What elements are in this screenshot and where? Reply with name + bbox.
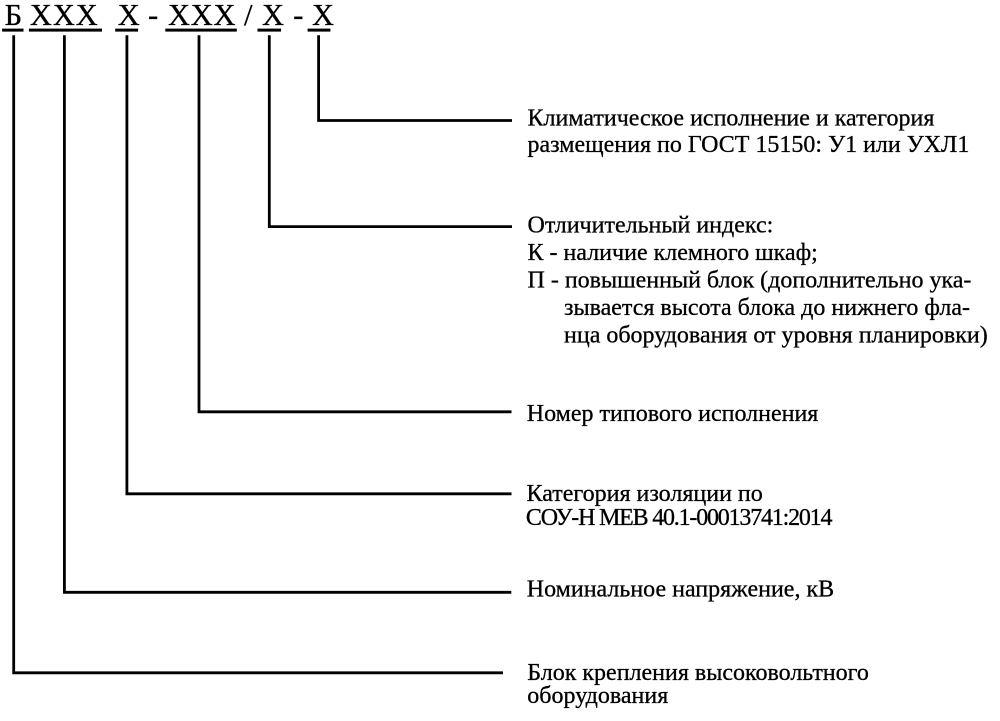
svg-text:-: - <box>148 0 158 32</box>
svg-text:СОУ-Н МЕВ 40.1-00013741:2014: СОУ-Н МЕВ 40.1-00013741:2014 <box>526 505 833 531</box>
svg-text:Х: Х <box>118 0 140 32</box>
svg-text:оборудования: оборудования <box>527 683 668 709</box>
svg-text:Блок крепления высоковольтного: Блок крепления высоковольтного <box>527 660 869 686</box>
svg-text:/: / <box>244 0 253 32</box>
svg-text:зывается высота блока до нижне: зывается высота блока до нижнего фла- <box>564 295 970 321</box>
svg-text:-: - <box>293 0 303 32</box>
svg-text:Х: Х <box>312 0 334 32</box>
svg-text:Номер типового исполнения: Номер типового исполнения <box>527 401 819 427</box>
svg-text:Климатическое исполнение и кат: Климатическое исполнение и категория <box>528 105 935 131</box>
svg-text:нца оборудования от уровня пла: нца оборудования от уровня планировки) <box>564 323 988 349</box>
svg-text:Категория изоляции по: Категория изоляции по <box>527 481 763 507</box>
svg-text:ХХХ: ХХХ <box>168 0 236 32</box>
svg-text:К - наличие клемного шкаф;: К - наличие клемного шкаф; <box>528 240 818 266</box>
svg-text:размещения по ГОСТ 15150: У1 и: размещения по ГОСТ 15150: У1 или УХЛ1 <box>528 132 970 158</box>
svg-text:ХХХ: ХХХ <box>30 0 99 32</box>
svg-text:Х: Х <box>262 0 284 32</box>
svg-text:Номинальное напряжение, кВ: Номинальное напряжение, кВ <box>527 577 834 603</box>
svg-text:П - повышенный блок (дополните: П - повышенный блок (дополнительно ука- <box>528 268 972 294</box>
svg-text:Отличительный индекс:: Отличительный индекс: <box>528 213 774 239</box>
svg-text:Б: Б <box>5 0 23 32</box>
